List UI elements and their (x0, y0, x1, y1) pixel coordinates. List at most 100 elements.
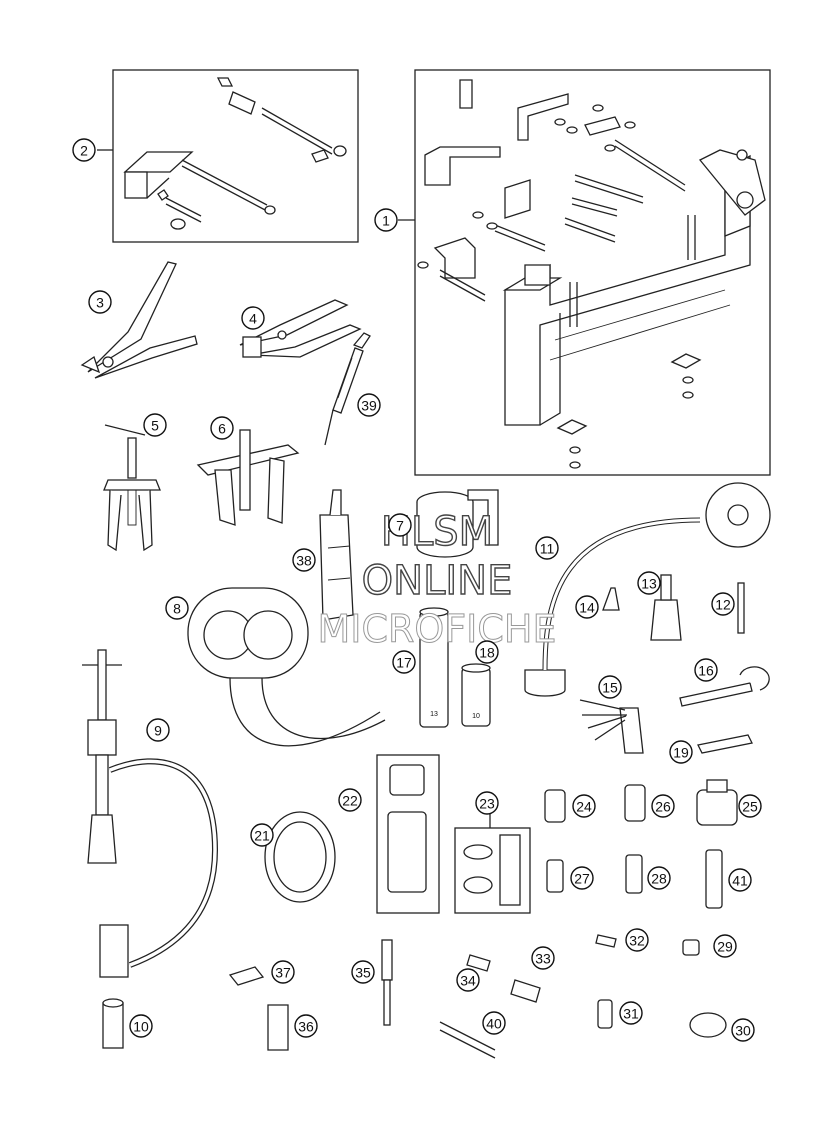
callout-1: 1 (374, 208, 398, 232)
callout-circle (210, 416, 234, 440)
part-15-hex-key-set (579, 699, 644, 754)
part-18-socket: 10 (461, 663, 491, 727)
callout-circle (294, 1014, 318, 1038)
callout-circle (669, 740, 693, 764)
socket-17-marking: 13 (430, 711, 438, 718)
callout-34: 34 (456, 968, 480, 992)
callout-label: 2 (80, 143, 88, 159)
part-13-bottle (650, 574, 682, 641)
callout-circle (143, 413, 167, 437)
callout-19: 19 (669, 740, 693, 764)
callout-label: 5 (151, 418, 159, 434)
callout-label: 4 (249, 311, 257, 327)
callout-31: 31 (619, 1001, 643, 1025)
callout-36: 36 (294, 1014, 318, 1038)
callout-circle (535, 536, 559, 560)
part-12-pin (737, 582, 745, 634)
callout-3: 3 (88, 290, 112, 314)
callout-circle (271, 960, 295, 984)
callout-label: 38 (296, 553, 312, 569)
callout-circle (292, 548, 316, 572)
callout-circle (241, 306, 265, 330)
callout-label: 9 (154, 723, 162, 739)
callout-circle (250, 823, 274, 847)
callout-circle (572, 794, 596, 818)
callout-35: 35 (351, 960, 375, 984)
callout-22: 22 (338, 788, 362, 812)
part-5-puller (103, 424, 161, 552)
callout-circle (475, 640, 499, 664)
callout-circle (738, 794, 762, 818)
callout-4: 4 (241, 306, 265, 330)
part-22-bearing-driver (376, 754, 440, 914)
part-9-valve-spring-compressor (82, 649, 219, 978)
callout-circle (338, 788, 362, 812)
callout-25: 25 (738, 794, 762, 818)
socket-18-marking: 10 (472, 713, 480, 720)
part-25-adapter (696, 779, 738, 826)
callout-17: 17 (392, 650, 416, 674)
callout-41: 41 (728, 868, 752, 892)
callout-label: 31 (623, 1006, 639, 1022)
part-32-pin (595, 934, 617, 948)
callout-10: 10 (129, 1014, 153, 1038)
part-6-puller (196, 429, 300, 526)
part-19-feeler-strip (697, 734, 753, 754)
callout-label: 25 (742, 799, 758, 815)
part-28-bushing (625, 854, 643, 894)
callout-label: 1 (382, 213, 390, 229)
part-17-socket: 13 (419, 607, 449, 728)
watermark-line1: HLSM (381, 509, 493, 555)
callout-circle (531, 946, 555, 970)
callout-9: 9 (146, 718, 170, 742)
part-3-pliers (80, 261, 198, 379)
callout-label: 17 (396, 655, 412, 671)
callout-label: 30 (735, 1023, 751, 1039)
callout-label: 24 (576, 799, 592, 815)
part-41-pin (705, 849, 723, 909)
callout-circle (711, 592, 735, 616)
callout-38: 38 (292, 548, 316, 572)
callout-label: 37 (275, 965, 291, 981)
callout-label: 10 (133, 1019, 149, 1035)
callout-24: 24 (572, 794, 596, 818)
callout-28: 28 (647, 866, 671, 890)
callout-13: 13 (637, 571, 661, 595)
callout-label: 12 (715, 597, 731, 613)
part-36-plate (267, 1004, 289, 1051)
callout-27: 27 (570, 866, 594, 890)
callout-label: 6 (218, 421, 226, 437)
part-4-pliers (239, 299, 362, 358)
callout-label: 32 (629, 933, 645, 949)
part-8-pressure-gauges (187, 587, 386, 747)
callout-21: 21 (250, 823, 274, 847)
callout-30: 30 (731, 1018, 755, 1042)
callout-23: 23 (475, 791, 499, 815)
callout-label: 39 (361, 398, 377, 414)
watermark-line2: ONLINE (362, 558, 513, 604)
callout-label: 28 (651, 871, 667, 887)
callout-circle (598, 675, 622, 699)
callout-label: 34 (460, 973, 476, 989)
callout-33: 33 (531, 946, 555, 970)
callout-26: 26 (651, 794, 675, 818)
part-21-clutch-disc (264, 811, 336, 903)
callout-circle (731, 1018, 755, 1042)
part-23-bearing-set (454, 812, 531, 914)
part-30-sleeve (689, 1012, 727, 1038)
callout-circle (456, 968, 480, 992)
watermark: HLSM ONLINE MICROFICHE (317, 508, 557, 651)
callout-16: 16 (694, 658, 718, 682)
part-14-small-tube (602, 587, 620, 611)
callout-label: 23 (479, 796, 495, 812)
part-24-bushing (544, 789, 566, 823)
callout-6: 6 (210, 416, 234, 440)
callout-circle (146, 718, 170, 742)
callout-14: 14 (575, 595, 599, 619)
callout-circle (625, 928, 649, 952)
callout-label: 35 (355, 965, 371, 981)
callout-40: 40 (482, 1011, 506, 1035)
part-35-extractor (381, 939, 393, 1026)
callout-label: 41 (732, 873, 748, 889)
